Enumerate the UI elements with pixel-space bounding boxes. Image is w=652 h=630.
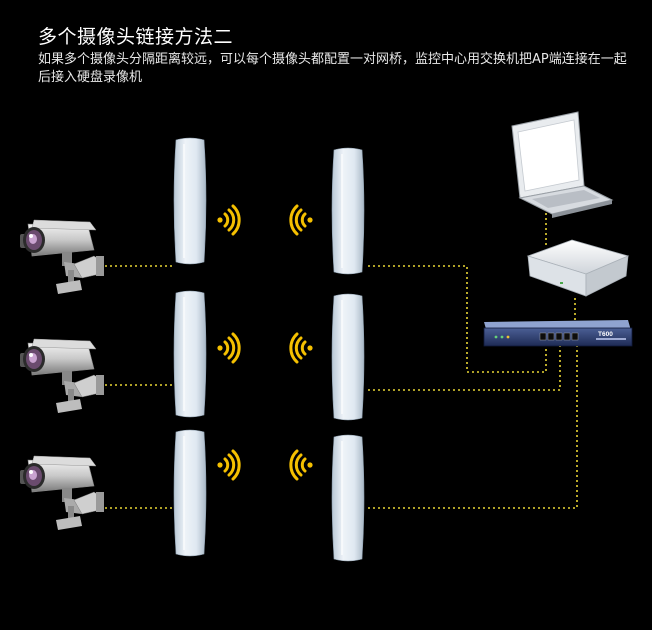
wifi-signal-icon xyxy=(215,332,241,364)
camera-3 xyxy=(19,455,105,531)
wifi-signal-icon xyxy=(289,204,315,236)
bridge-client-1 xyxy=(173,137,207,265)
wifi-signal-icon xyxy=(215,204,241,236)
bridge-client-2 xyxy=(173,290,207,418)
link-lines xyxy=(100,212,578,509)
page-description: 如果多个摄像头分隔距离较远，可以每个摄像头都配置一对网桥，监控中心用交换机把AP… xyxy=(38,52,627,85)
bridge-ap-2 xyxy=(331,293,365,421)
network-switch-icon: T600 xyxy=(483,320,633,347)
ap-link-line-1 xyxy=(368,265,547,373)
bridge-ap-1 xyxy=(331,147,365,275)
ap-link-line-2 xyxy=(368,346,561,391)
bridge-ap-3 xyxy=(331,434,365,562)
camera-2 xyxy=(19,338,105,414)
wifi-signal-icon xyxy=(215,449,241,481)
wifi-signal-icon xyxy=(289,332,315,364)
switch-brand-label: T600 xyxy=(598,331,613,338)
laptop-icon xyxy=(511,111,614,218)
router-icon xyxy=(526,239,630,297)
wifi-signal-icon xyxy=(289,449,315,481)
ap-link-line-3 xyxy=(368,346,578,509)
bridge-client-3 xyxy=(173,429,207,557)
camera-1 xyxy=(19,219,105,295)
page-title: 多个摄像头链接方法二 xyxy=(38,26,234,48)
